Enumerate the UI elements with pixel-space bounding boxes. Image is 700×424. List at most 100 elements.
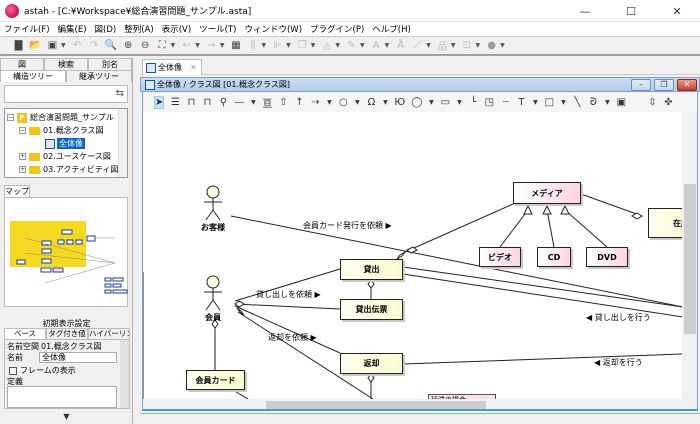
align-left-dropdown-icon[interactable]: ▼ (286, 42, 291, 49)
bring-front-dropdown-icon[interactable]: ▼ (310, 42, 316, 49)
align-dropdown-icon[interactable]: ▼ (261, 42, 267, 49)
tab-hyperlink[interactable]: ハイパーリンク (88, 328, 130, 339)
fill-dropdown-icon[interactable]: ▼ (335, 42, 340, 49)
font-color-dropdown-icon[interactable]: ▼ (384, 42, 390, 49)
control-tool-icon[interactable]: ◯ (411, 96, 423, 108)
menu-window[interactable]: ウィンドウ(W) (244, 25, 303, 35)
diagram-grid-icon[interactable]: ▦ (231, 40, 241, 51)
association-class-tool-icon[interactable]: 亘 (262, 98, 273, 110)
class-tool-icon[interactable]: ☰ (170, 96, 180, 108)
canvas-vertical-scrollbar[interactable] (682, 112, 698, 399)
dependency-tool-icon[interactable]: ⇢ (311, 96, 320, 108)
line-tool-icon[interactable]: ╲ (574, 96, 581, 108)
class-video[interactable]: ビデオ (479, 247, 521, 267)
line-color-dropdown-icon[interactable]: ▼ (360, 42, 365, 49)
actor-dropdown-icon[interactable]: ▼ (383, 98, 388, 106)
align-left-icon[interactable]: ⊫ (273, 40, 282, 51)
fill-color-icon[interactable]: ◬ (323, 40, 331, 51)
generalization-tool-icon[interactable]: ⇧ (279, 96, 288, 108)
swap-arrows-icon[interactable]: ⇆ (115, 88, 124, 99)
map-overview[interactable] (4, 197, 128, 307)
horizontal-spacing-icon[interactable]: ✜ (664, 96, 673, 108)
color-circle-icon[interactable]: ● (487, 40, 496, 51)
package-tool-icon[interactable]: ⊓ (187, 96, 196, 108)
minimize-button[interactable]: — (579, 4, 591, 18)
undo-icon[interactable]: ↶ (72, 40, 82, 51)
subsystem-tool-icon[interactable]: ⊓ (203, 96, 212, 108)
fit-dropdown-icon[interactable]: ▼ (170, 42, 176, 49)
containment-tool-icon[interactable]: └ (470, 96, 477, 108)
menu-alignment[interactable]: 整列(A) (124, 25, 154, 35)
frame-restore-button[interactable]: ❐ (654, 79, 674, 91)
usage-tool-icon[interactable]: ○ (339, 96, 348, 108)
font-size-icon[interactable]: Å (397, 40, 405, 51)
save-dropdown-icon[interactable]: ▼ (61, 42, 66, 49)
color-dropdown-icon[interactable]: ▼ (500, 42, 505, 49)
layout-icon[interactable]: ⊡ (462, 40, 472, 51)
entity-dropdown-icon[interactable]: ▼ (457, 98, 462, 106)
open-folder-icon[interactable]: 📂 (29, 40, 42, 51)
expand-icon[interactable]: + (19, 153, 26, 160)
menu-view[interactable]: 表示(V) (161, 25, 192, 35)
layout-dropdown-icon[interactable]: ▼ (475, 42, 481, 49)
freehand-tool-icon[interactable]: ᘐ (589, 96, 597, 108)
definition-textarea[interactable] (7, 386, 117, 408)
class-dvd[interactable]: DVD (586, 247, 628, 267)
collapse-down-icon[interactable]: ▼ (63, 412, 70, 421)
text-tool-icon[interactable]: T (518, 96, 525, 108)
tab-inheritance-tree[interactable]: 継承ツリー (66, 70, 132, 82)
class-lending-slip[interactable]: 貸出伝票 (340, 299, 403, 320)
tab-diagram[interactable]: 図 (0, 58, 44, 70)
frame-minimize-button[interactable]: – (631, 79, 651, 91)
font-color-icon[interactable]: A (372, 40, 380, 51)
back-icon[interactable]: ← (182, 40, 191, 51)
horizontal-scroll-thumb[interactable] (266, 401, 486, 409)
rectangle-dropdown-icon[interactable]: ▼ (561, 98, 566, 106)
tab-tagged-values[interactable]: タグ付き値 (46, 328, 88, 339)
layout-tree-dropdown-icon[interactable]: ▼ (450, 42, 456, 49)
collapse-icon[interactable]: − (19, 127, 26, 134)
note-tool-icon[interactable]: ◳ (484, 96, 495, 108)
tab-structure-tree[interactable]: 構造ツリー (0, 70, 66, 82)
tab-search[interactable]: 検索 (44, 58, 88, 70)
rectangle-tool-icon[interactable]: □ (544, 96, 555, 108)
tab-overview-diagram[interactable]: 全体像 ✕ (142, 59, 202, 75)
control-dropdown-icon[interactable]: ▼ (429, 98, 434, 106)
class-stock[interactable]: 在庫 (648, 208, 682, 238)
frame-checkbox[interactable] (9, 366, 17, 375)
class-media[interactable]: メディア (513, 182, 581, 204)
boundary-tool-icon[interactable]: Ю (394, 96, 406, 108)
diagram-canvas[interactable]: お客様 会員 メディア ビデオ CD DVD 在庫 貸出 貸出伝票 返却 会員カ… (142, 112, 682, 399)
tab-map[interactable]: マップ (4, 185, 30, 197)
class-member-card[interactable]: 会員カード (186, 370, 245, 390)
text-dropdown-icon[interactable]: ▼ (533, 98, 538, 106)
line-color-icon[interactable]: ✎ (347, 40, 356, 51)
new-file-icon[interactable]: ▇ (14, 40, 23, 51)
association-tool-icon[interactable]: — (234, 96, 245, 108)
maximize-button[interactable]: ☐ (626, 4, 636, 18)
tree-item-diagram[interactable]: 全体像 (45, 137, 85, 150)
forward-icon[interactable]: → (207, 40, 216, 51)
close-button[interactable]: ✕ (672, 4, 682, 18)
menu-file[interactable]: ファイル(F) (4, 25, 50, 35)
save-icon[interactable]: ▣ (47, 40, 58, 51)
tree-item-folder-03[interactable]: + 03.アクティビティ図 (19, 163, 118, 176)
association-dropdown-icon[interactable]: ▼ (251, 98, 256, 106)
zoom-in-icon[interactable]: ⊕ (123, 40, 133, 51)
tab-base[interactable]: ベース (4, 328, 46, 339)
properties-scrollbar[interactable] (120, 340, 129, 408)
interface-tool-icon[interactable]: ⚲ (219, 96, 228, 108)
menu-edit[interactable]: 編集(E) (57, 25, 87, 35)
tree-item-folder-02[interactable]: + 02.ユースケース図 (19, 150, 111, 163)
line-style-dropdown-icon[interactable]: ▼ (426, 42, 431, 49)
frame-checkbox-row[interactable]: フレームの表示 (9, 365, 76, 376)
vertical-scroll-thumb[interactable] (684, 184, 696, 334)
actor-tool-icon[interactable]: Ω (367, 96, 376, 108)
close-tab-icon[interactable]: ✕ (190, 63, 197, 72)
menu-plugin[interactable]: プラグイン(P) (310, 25, 365, 35)
vertical-spacing-icon[interactable]: ⇳ (648, 96, 657, 108)
note-anchor-tool-icon[interactable]: ┈ (502, 96, 509, 108)
collapse-icon[interactable]: − (7, 114, 14, 121)
image-tool-icon[interactable]: ▣ (616, 96, 627, 108)
layout-tree-icon[interactable]: 品 (437, 42, 448, 53)
